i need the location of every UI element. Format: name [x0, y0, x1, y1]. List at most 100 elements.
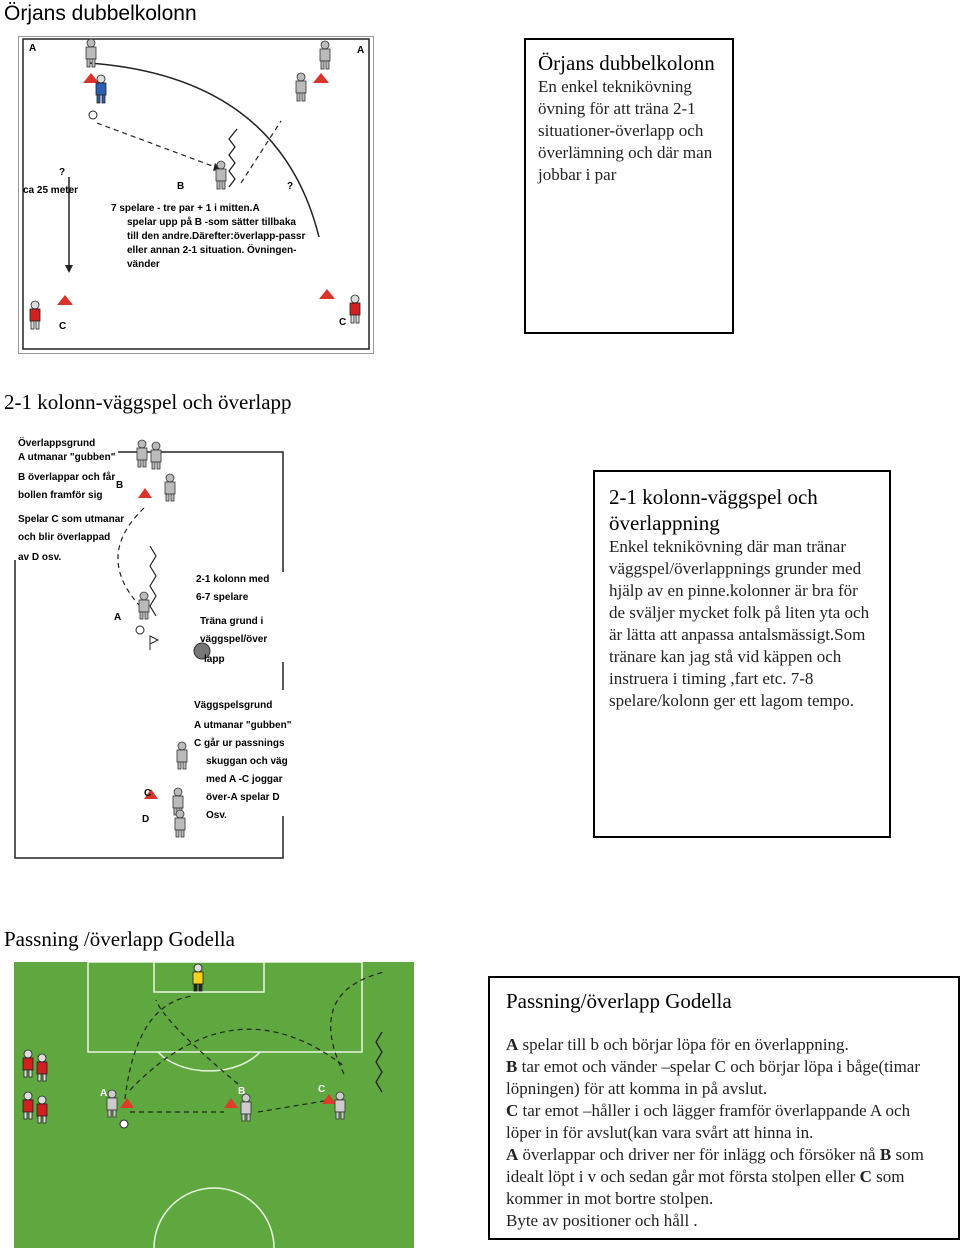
player-icon: [349, 294, 361, 324]
svg-text:Osv.: Osv.: [206, 810, 227, 821]
player-icon: [295, 72, 307, 102]
svg-text:Träna grund i: Träna grund i: [200, 616, 264, 627]
svg-text:lapp: lapp: [204, 654, 225, 665]
player-icon: [36, 1053, 48, 1082]
label-a: A: [29, 43, 36, 54]
cone-icon: [322, 1094, 336, 1104]
pitch: [14, 962, 414, 1248]
svg-text:över-A spelar D: över-A spelar D: [206, 792, 280, 803]
note-line: till den andre.Därefter:överlapp-passr: [127, 231, 305, 242]
ball-icon: [119, 1119, 129, 1129]
player-icon: [150, 441, 162, 470]
player-icon: [106, 1089, 118, 1118]
label-d: D: [142, 814, 149, 825]
box-body: En enkel teknikövning övning för att trä…: [538, 77, 713, 184]
player-icon: [174, 809, 186, 838]
penalty-area: [87, 962, 363, 1053]
player-icon: [240, 1093, 252, 1122]
player-icon: [22, 1049, 34, 1078]
section-1-box: Örjans dubbelkolonn En enkel teknikövnin…: [524, 38, 734, 334]
section-3-heading: Passning /överlapp Godella: [4, 927, 235, 951]
goal-area: [153, 962, 265, 993]
instruction-paragraph: B tar emot och vänder –spelar C och börj…: [506, 1057, 920, 1098]
svg-text:väggspel/över: väggspel/över: [200, 634, 267, 645]
run-path: [129, 1028, 345, 1091]
cone-icon: [144, 789, 158, 799]
label-a: A: [114, 612, 121, 623]
label-b: B: [238, 1086, 245, 1097]
run-path: [117, 507, 145, 607]
svg-text:Överlappsgrund: Överlappsgrund: [18, 436, 95, 449]
ball-icon: [135, 625, 145, 635]
cone-icon: [120, 1098, 134, 1108]
svg-text:B överlappar och får: B överlappar och får: [18, 471, 115, 483]
instruction-paragraph: Byte av positioner och håll .: [506, 1211, 698, 1230]
distance-label: ca 25 meter: [23, 185, 78, 196]
svg-text:A utmanar "gubben": A utmanar "gubben": [18, 452, 116, 463]
svg-text:Väggspelsgrund: Väggspelsgrund: [194, 700, 272, 711]
section-1-diagram: A A B C C ? ? ca 25 meter 7 spelare - tr…: [18, 36, 374, 354]
player-icon: [136, 439, 148, 468]
box-title: 2-1 kolonn-väggspel och överlappning: [609, 485, 818, 535]
instruction-paragraph: A spelar till b och börjar löpa för en ö…: [506, 1035, 849, 1054]
note-line: spelar upp på B -som sätter tillbaka: [127, 216, 296, 228]
label-a: A: [100, 1088, 107, 1099]
note-line: eller annan 2-1 situation. Övningen-: [127, 243, 296, 256]
field-border: [22, 38, 370, 350]
label-c: C: [59, 321, 66, 332]
svg-text:6-7 spelare: 6-7 spelare: [196, 592, 249, 603]
svg-text:A utmanar "gubben": A utmanar "gubben": [194, 720, 292, 731]
section-2-heading: 2-1 kolonn-väggspel och överlapp: [4, 390, 292, 414]
section-2-diagram: B A C D Överlappsgrund A utmanar "gubben…: [14, 436, 300, 860]
section-2-box: 2-1 kolonn-väggspel och överlappning Enk…: [593, 470, 891, 838]
player-icon: [29, 300, 41, 330]
pass-arrow: [257, 1099, 331, 1113]
flag-icon: [149, 635, 160, 645]
label-c: C: [318, 1084, 325, 1095]
box-body: Enkel teknikövning där man tränar väggsp…: [609, 537, 870, 710]
label-c: C: [339, 317, 346, 328]
dribble-path: [375, 1031, 383, 1093]
pass-arrow: [96, 122, 216, 168]
cone-icon: [57, 295, 73, 305]
section-3-diagram: A B C: [14, 962, 414, 1248]
svg-text:C går ur passnings: C går ur passnings: [194, 737, 285, 749]
player-icon: [138, 591, 150, 620]
label-c: C: [144, 788, 151, 799]
cone-icon: [224, 1098, 238, 1108]
dribble-path: [228, 128, 238, 188]
label-question: ?: [287, 181, 293, 192]
box-title: Passning/överlapp Godella: [506, 989, 732, 1013]
svg-text:av D osv.: av D osv.: [18, 552, 61, 563]
section-3-box: Passning/överlapp Godella A spelar till …: [488, 976, 960, 1240]
run-path: [123, 995, 195, 1109]
goalkeeper-icon: [192, 963, 204, 992]
label-b: B: [177, 181, 184, 192]
label-question: ?: [59, 167, 65, 178]
label-a: A: [357, 45, 364, 56]
player-icon: [85, 38, 97, 68]
player-icon: [95, 74, 107, 104]
instruction-paragraph: C tar emot –håller i och lägger framför …: [506, 1101, 911, 1142]
svg-text:Spelar C som utmanar: Spelar C som utmanar: [18, 514, 124, 525]
svg-text:2-1 kolonn med: 2-1 kolonn med: [196, 574, 269, 585]
player-icon: [319, 40, 331, 70]
cone-icon: [83, 73, 99, 83]
cone-icon: [138, 488, 152, 498]
svg-text:med A -C joggar: med A -C joggar: [206, 774, 283, 785]
ball-icon: [88, 110, 98, 120]
player-icon: [164, 473, 176, 502]
player-icon: [334, 1091, 346, 1120]
note-line: vänder: [127, 259, 160, 270]
player-icon: [215, 160, 227, 190]
note-line: 7 spelare - tre par + 1 i mitten.A: [111, 203, 260, 214]
pole-icon: [193, 642, 211, 660]
svg-text:bollen framför sig: bollen framför sig: [18, 490, 102, 501]
centre-circle: [153, 1187, 275, 1248]
section-1-heading: Örjans dubbelkolonn: [4, 2, 197, 25]
player-icon: [176, 741, 188, 770]
svg-text:och blir överlappad: och blir överlappad: [18, 532, 110, 543]
arc-line: [88, 62, 320, 238]
label-b: B: [116, 480, 123, 491]
svg-text:skuggan och väg: skuggan och väg: [206, 756, 288, 767]
